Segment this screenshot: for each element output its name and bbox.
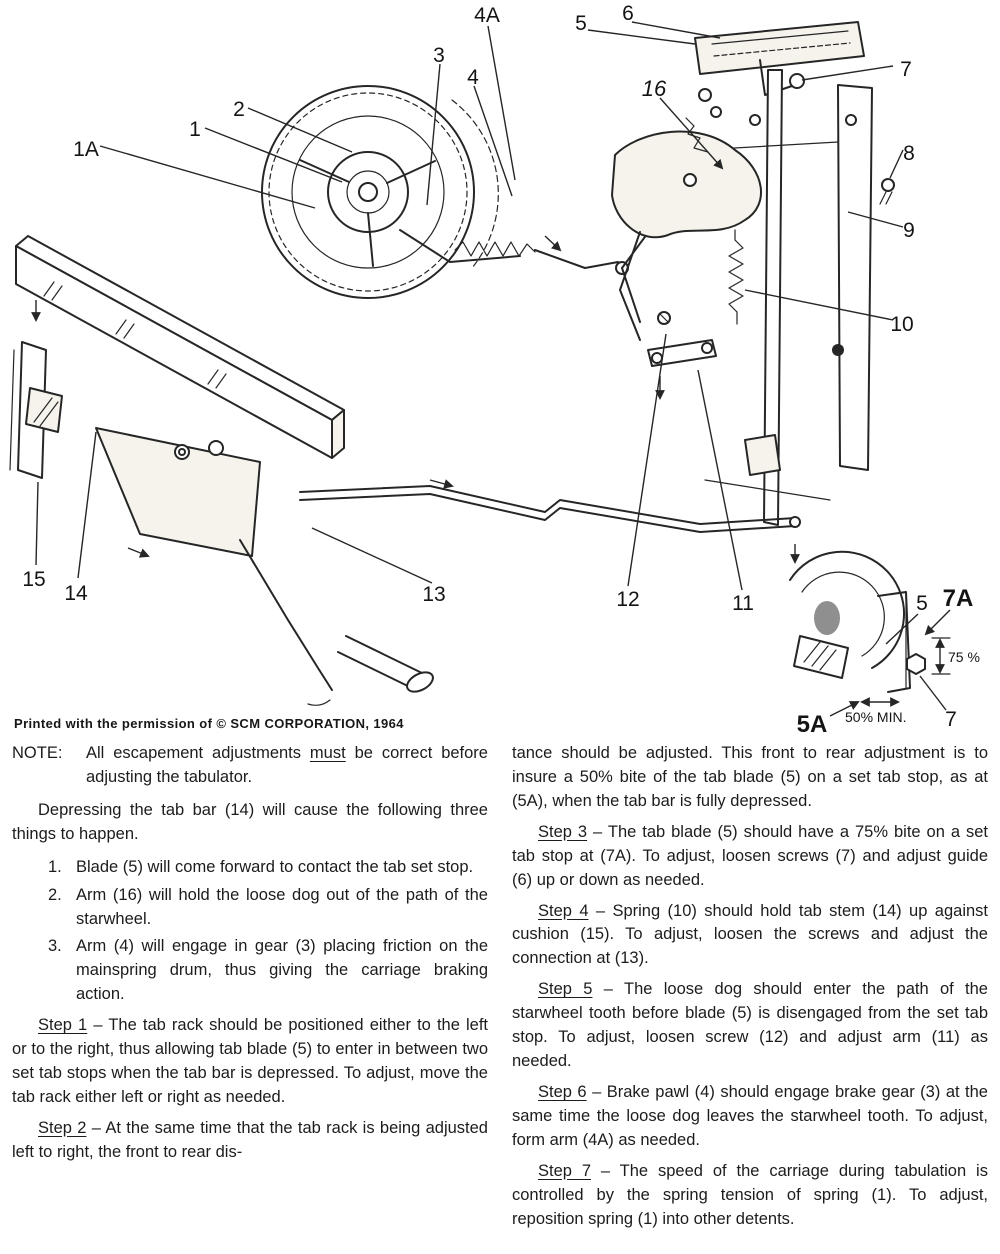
label-50-percent-min: 50% MIN. (845, 709, 906, 725)
step-5-label: Step 5 (538, 980, 593, 999)
note-underlined-word: must (309, 744, 346, 762)
step-7-paragraph: Step 7 – The speed of the carriage durin… (512, 1160, 988, 1232)
callout-16: 16 (642, 76, 667, 101)
note-paragraph: NOTE: All escapement adjustments must be… (12, 742, 488, 790)
note-before: All escapement adjustments (86, 744, 310, 762)
callout-14: 14 (64, 582, 88, 605)
callout-1A: 1A (73, 138, 99, 161)
callout-4A: 4A (474, 4, 500, 27)
step-2-text: – At the same time that the tab rack is … (12, 1118, 488, 1161)
step-2-paragraph: Step 2 – At the same time that the tab r… (12, 1117, 488, 1165)
step-3-paragraph: Step 3 – The tab blade (5) should have a… (512, 821, 988, 893)
callout-1: 1 (189, 118, 201, 141)
center-linkage (399, 229, 651, 323)
callout-5A: 5A (797, 711, 828, 735)
right-frame (699, 69, 895, 526)
step-7-label: Step 7 (538, 1161, 592, 1180)
step-4-label: Step 4 (538, 901, 589, 920)
step-6-paragraph: Step 6 – Brake pawl (4) should engage br… (512, 1081, 988, 1153)
callout-15: 15 (22, 568, 45, 591)
step-4-text: – Spring (10) should hold tab stem (14) … (512, 901, 988, 968)
diagram: 1A 1 2 3 4 4A 5 6 7 16 8 9 10 15 14 13 1… (9, 2, 980, 735)
list-item-number: 1. (48, 857, 62, 876)
step-3-text: – The tab blade (5) should have a 75% bi… (512, 822, 988, 889)
step-3-label: Step 3 (538, 822, 588, 841)
callout-6: 6 (622, 2, 634, 25)
callout-9: 9 (903, 219, 915, 242)
step-5-text: – The loose dog should enter the path of… (512, 980, 988, 1071)
list-item-text: Arm (4) will engage in gear (3) placing … (76, 937, 488, 1004)
intro-paragraph: Depressing the tab bar (14) will cause t… (12, 800, 488, 843)
step-4-paragraph: Step 4 – Spring (10) should hold tab ste… (512, 900, 988, 972)
list-item: 3. Arm (4) will engage in gear (3) placi… (12, 935, 488, 1007)
note-after: be correct before adjusting the tabulato… (86, 744, 488, 786)
step-2-continuation: tance should be adjusted. This front to … (512, 744, 988, 810)
motion-arrows (31, 235, 800, 564)
callout-13: 13 (422, 583, 445, 606)
left-column: NOTE: All escapement adjustments must be… (12, 742, 488, 1254)
starwheel-gear (261, 85, 499, 299)
step-5-paragraph: Step 5 – The loose dog should enter the … (512, 978, 988, 1074)
callout-10: 10 (890, 313, 913, 336)
spring-10 (728, 229, 744, 325)
body-text: NOTE: All escapement adjustments must be… (0, 742, 1000, 1254)
permission-caption: Printed with the permission of © SCM COR… (14, 716, 404, 731)
callout-5: 5 (575, 12, 587, 35)
cushion-bracket-15 (9, 341, 63, 479)
carriage-bracket-13-14 (95, 427, 434, 706)
tab-rack-bar (15, 235, 345, 459)
list-item-text: Blade (5) will come forward to contact t… (76, 857, 474, 876)
right-column: tance should be adjusted. This front to … (512, 742, 988, 1254)
callout-12: 12 (616, 588, 639, 611)
list-item: 1. Blade (5) will come forward to contac… (12, 856, 488, 880)
callout-8: 8 (903, 142, 915, 165)
callout-4: 4 (467, 66, 479, 89)
inset-detail (789, 550, 951, 707)
list-item-number: 2. (48, 885, 62, 904)
note-body: All escapement adjustments must be corre… (86, 742, 488, 790)
callout-5-inset: 5 (916, 592, 928, 615)
list-item-text: Arm (16) will hold the loose dog out of … (76, 885, 488, 928)
callout-7: 7 (900, 58, 912, 81)
step-1-label: Step 1 (38, 1016, 88, 1035)
note-label: NOTE: (12, 744, 63, 762)
step-2-label: Step 2 (38, 1118, 87, 1137)
callout-numbers: 1A 1 2 3 4 4A 5 6 7 16 8 9 10 15 14 13 1… (22, 2, 980, 735)
callout-7-inset: 7 (945, 708, 957, 731)
callout-leaders (35, 21, 951, 717)
callout-11: 11 (732, 592, 754, 615)
callout-2: 2 (233, 98, 245, 121)
step-7-text: – The speed of the carriage during tabul… (512, 1161, 988, 1228)
connecting-rod (299, 485, 801, 533)
step-6-text: – Brake pawl (4) should engage brake gea… (512, 1082, 988, 1149)
step-1-text: – The tab rack should be positioned eith… (12, 1016, 488, 1106)
step-6-label: Step 6 (538, 1082, 587, 1101)
upper-guide-bracket (694, 21, 865, 118)
callout-3: 3 (433, 44, 445, 67)
tabulator-mechanism-diagram: 1A 1 2 3 4 4A 5 6 7 16 8 9 10 15 14 13 1… (9, 2, 980, 735)
label-75-percent: 75 % (948, 649, 980, 665)
list-item-number: 3. (48, 937, 62, 956)
arm-16-assembly (611, 117, 762, 367)
callout-7A: 7A (943, 585, 974, 612)
step-1-paragraph: Step 1 – The tab rack should be position… (12, 1014, 488, 1110)
list-item: 2. Arm (16) will hold the loose dog out … (12, 884, 488, 932)
